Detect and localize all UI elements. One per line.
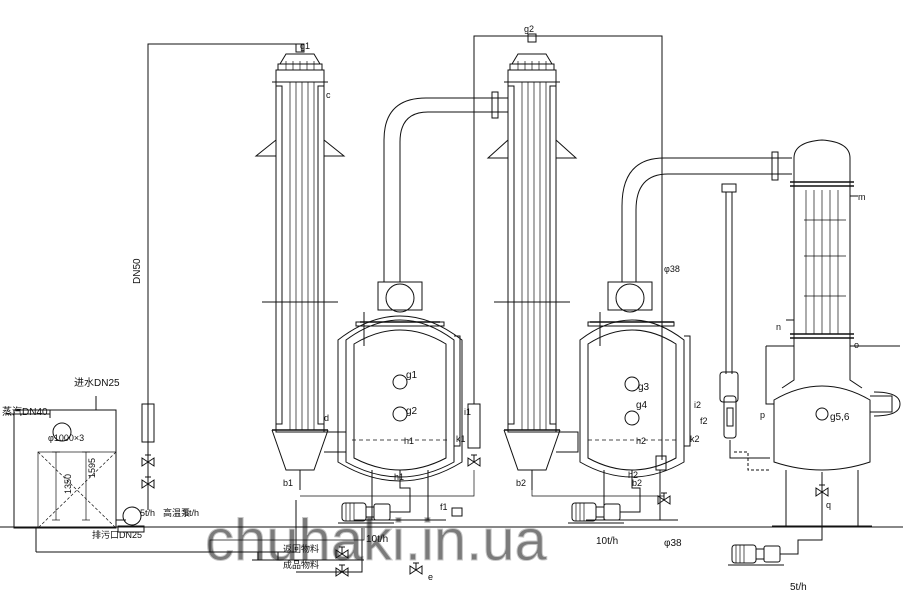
vertical-preheater: [719, 183, 770, 471]
label-water-in: 进水DN25: [74, 377, 120, 389]
label-f2: f2: [700, 416, 708, 426]
heater-column-2: [486, 33, 578, 490]
label-i2: i2: [694, 400, 701, 410]
label-steam-in: 蒸汽DN40: [2, 405, 48, 418]
label-dim-1595: 1595: [87, 458, 97, 478]
water-tank: [6, 396, 117, 529]
label-f1: f1: [440, 502, 448, 512]
label-d: d: [324, 413, 329, 423]
feed-pump-small: [117, 506, 145, 533]
label-k2: k2: [690, 434, 700, 444]
label-return-material: 返回物料: [283, 543, 319, 554]
separator-vessel-1: [337, 281, 463, 521]
label-pump-left: 高温泵: [163, 507, 190, 518]
label-dim-1350: 1350: [63, 474, 73, 494]
label-k1: k1: [456, 434, 466, 444]
label-q1: g1: [406, 370, 418, 381]
label-pump-rate-left: 5t/h: [140, 508, 155, 518]
label-finished-material: 成品物料: [283, 559, 319, 570]
label-p: p: [760, 410, 765, 420]
label-b2-bottom: b2: [632, 478, 642, 488]
label-drain: 排污口DN25: [92, 529, 142, 540]
circulation-pump-2: [567, 502, 625, 524]
label-phi38-bottom: φ38: [664, 538, 682, 549]
label-c: c: [326, 90, 331, 100]
label-n: n: [776, 322, 781, 332]
label-q2: g2: [406, 406, 418, 417]
label-o: o: [854, 340, 859, 350]
label-rate-10t-1: 10t/h: [366, 534, 388, 545]
return-strainer: [257, 551, 279, 561]
watermark-text: chuhaki.in.ua: [205, 508, 548, 573]
label-rate-10t-2: 10t/h: [596, 536, 618, 547]
label-tank-diameter: φ1000×3: [48, 433, 84, 443]
label-e: e: [428, 572, 433, 582]
feed-line-2: [473, 35, 663, 460]
label-rate-5t: 5t/h: [790, 582, 807, 593]
label-b1: b1: [283, 478, 293, 488]
condenser-column: [765, 139, 901, 527]
label-q: q: [826, 500, 831, 510]
label-g56: g5,6: [830, 412, 850, 423]
label-rate-left: 5t/h: [184, 508, 199, 518]
label-m: m: [858, 192, 866, 202]
label-g1-top: g1: [300, 41, 310, 51]
label-h2: h2: [636, 436, 646, 446]
vapour-pipe-1: [383, 91, 508, 282]
vapour-pipe-2: [621, 151, 792, 282]
label-g3: g3: [638, 382, 650, 393]
check-valve: [451, 507, 463, 517]
feed-line: [147, 43, 303, 510]
label-g2-top: g2: [524, 24, 534, 34]
label-h1: h1: [404, 436, 414, 446]
label-h1b: h1: [394, 472, 404, 482]
label-h2b: h2: [628, 470, 638, 480]
heater-column-1: [254, 43, 346, 490]
condensate-pump: [727, 544, 785, 566]
label-dn50: DN50: [132, 258, 143, 284]
label-phi38-top: φ38: [664, 264, 680, 274]
label-b2: b2: [516, 478, 526, 488]
label-g4: g4: [636, 400, 648, 411]
valve-mid: [467, 454, 481, 467]
